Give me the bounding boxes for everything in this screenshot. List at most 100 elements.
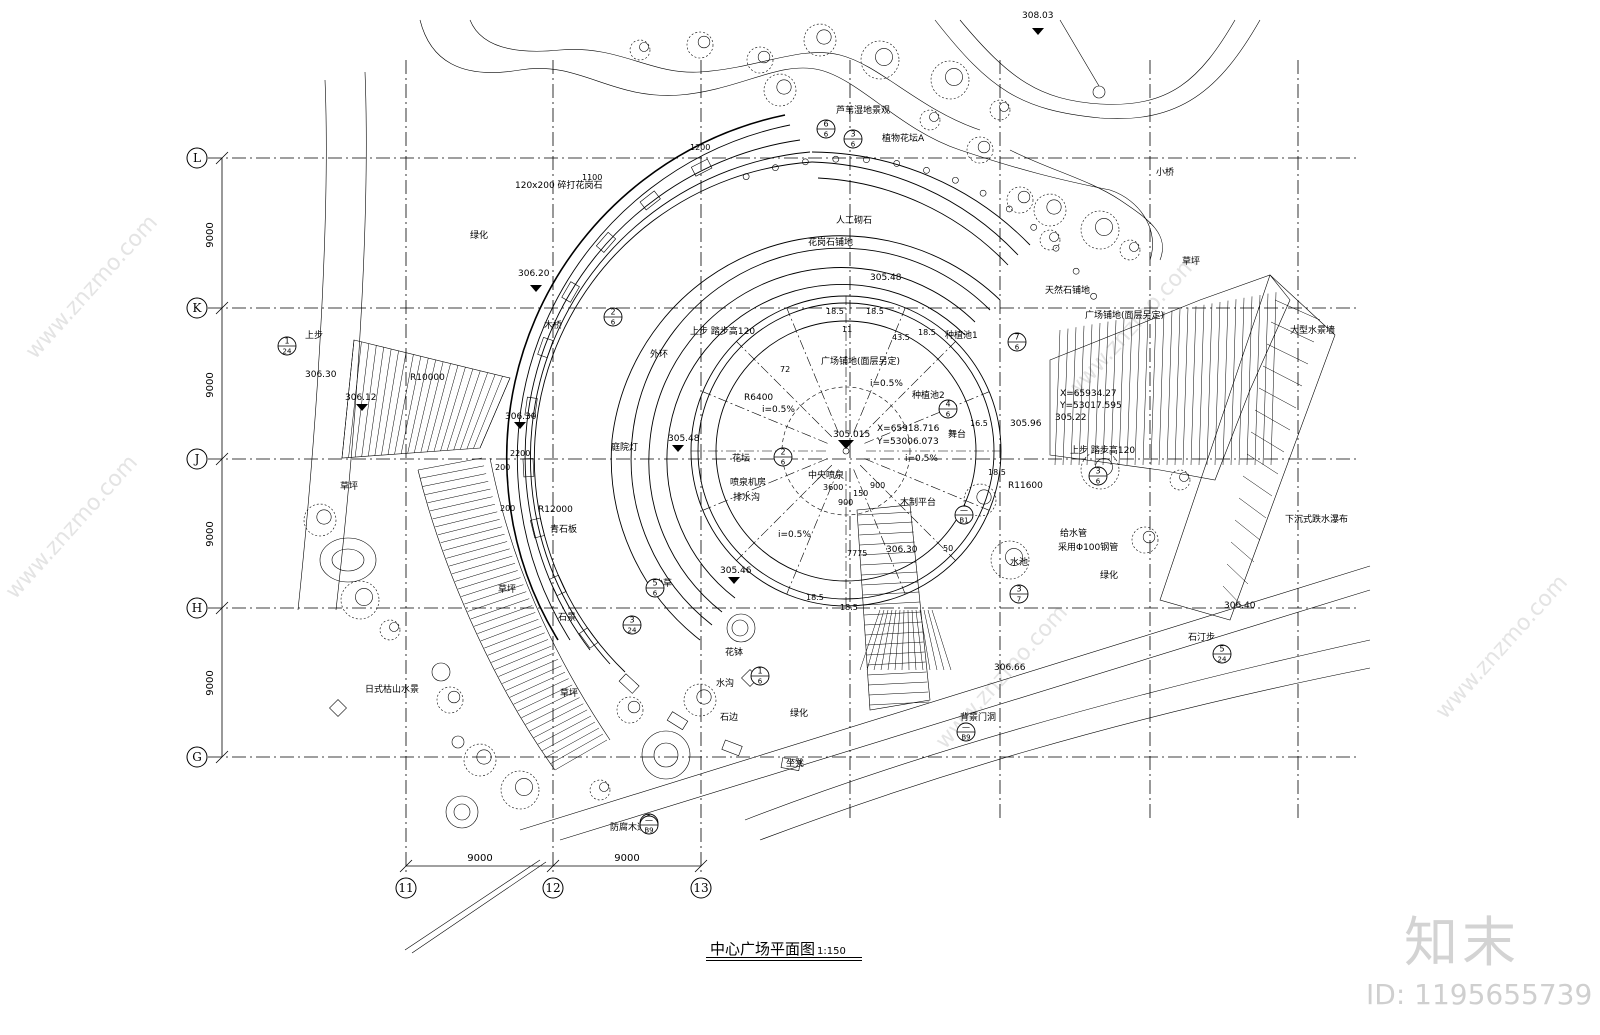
detail-ref-bottom: 24: [628, 627, 637, 635]
detail-ref-bubble: 76: [1007, 333, 1027, 352]
bollard: [979, 189, 987, 197]
detail-ref-bottom: B9: [644, 827, 653, 835]
axis-bubbles: L K J H G 11 12 13: [186, 147, 712, 899]
stone-block: [690, 158, 713, 177]
label-artificial-stone: 人工砌石: [836, 215, 872, 226]
label-greening-1: 绿化: [470, 229, 488, 241]
label-flower-bowl: 花钵: [725, 646, 743, 658]
shrub: [746, 46, 774, 74]
watermark-layer: www.znzmo.com www.znzmo.com www.znzmo.co…: [1, 210, 1573, 754]
label-stone-edge: 石边: [720, 712, 738, 723]
elev-305-48-b: 305.48: [870, 273, 902, 283]
shrub: [303, 503, 337, 537]
detail-ref-bubble: 524: [1212, 645, 1232, 664]
radius-10000: R10000: [410, 373, 445, 383]
label-lawn-2: 草坪: [1182, 255, 1200, 267]
stone-block: [522, 458, 535, 478]
shrub: [500, 770, 540, 810]
shrub: [1006, 186, 1034, 214]
label-wood-bridge: 木桥: [544, 319, 562, 331]
shrub-core: [875, 48, 893, 66]
elev-306-20: 306.20: [518, 269, 550, 279]
coord-center-y: Y=53006.073: [876, 437, 939, 447]
detail-ref-bottom: 6: [851, 141, 856, 149]
svg-text:G: G: [192, 750, 202, 764]
shrub-core: [1142, 530, 1156, 544]
svg-text:12: 12: [545, 881, 560, 895]
label-ditch: 水沟: [716, 677, 734, 689]
label-natural-stone: 天然石铺地: [1045, 284, 1090, 296]
label-sunken-waterfall: 下沉式跌水瀑布: [1285, 513, 1348, 525]
detail-ref-top: 5: [652, 579, 657, 588]
detail-ref-top: —: [645, 816, 653, 825]
bollard: [923, 167, 930, 174]
shrub: [1169, 469, 1191, 491]
dim-left-3: 9000: [205, 521, 216, 546]
detail-ref-top: 5: [1219, 645, 1224, 654]
stone-block: [537, 336, 554, 358]
dim-11: 11: [842, 325, 852, 334]
detail-ref-bottom: B1: [959, 517, 968, 525]
label-greening-3: 绿化: [790, 707, 808, 719]
central-plaza: [505, 114, 1097, 772]
shrub: [989, 99, 1011, 121]
detail-ref-bottom: 6: [1015, 344, 1020, 352]
west-boundary: [297, 71, 367, 611]
radial-line: [853, 469, 906, 595]
detail-ref-bubble: 36: [843, 130, 863, 149]
radial-line: [859, 464, 956, 561]
shrub: [1080, 210, 1120, 250]
shrub-core: [697, 35, 711, 49]
shrub: [1033, 193, 1067, 227]
shrub: [340, 580, 380, 620]
shrub: [629, 39, 651, 61]
detail-ref-bubble: 36: [1088, 467, 1108, 486]
dim-43-5: 43.5: [892, 333, 910, 342]
bollard: [1090, 292, 1097, 300]
drawing-scale: 1:150: [817, 946, 846, 957]
dim-18-5-d: 18.5: [988, 468, 1006, 477]
svg-text:K: K: [193, 301, 203, 315]
watermark-site-5: www.znzmo.com: [1431, 570, 1573, 724]
svg-text:J: J: [193, 452, 200, 466]
detail-ref-top: 1: [757, 667, 762, 676]
shrub: [1080, 450, 1120, 490]
detail-ref-top: 2: [610, 308, 615, 317]
detail-ref-bubble: 324: [622, 616, 642, 635]
shrub: [683, 683, 717, 717]
label-rock-garden: 石景: [558, 612, 576, 623]
shrub: [463, 743, 497, 777]
dim-bottom-1: 9000: [467, 853, 492, 864]
shrub-core: [476, 749, 492, 765]
detail-ref-bottom: B9: [961, 734, 970, 742]
watermark-site-3: www.znzmo.com: [1, 450, 143, 604]
stone-block: [595, 231, 617, 253]
lake-edge: [419, 19, 1261, 261]
shrub-core: [355, 588, 373, 606]
dim-left-2: 9000: [205, 372, 216, 397]
slope-4: i=0.5%: [778, 530, 811, 540]
detail-ref-bottom: 6: [653, 590, 658, 598]
shrub-core: [1129, 242, 1139, 252]
svg-text:H: H: [192, 601, 202, 615]
label-planter-1: 种植池1: [945, 329, 978, 341]
dim-150: 150: [853, 489, 868, 498]
bollard: [1052, 244, 1060, 252]
label-small-bridge: 小桥: [1156, 166, 1174, 178]
axis-bubble-K: K: [186, 297, 208, 319]
detail-ref-bottom: 6: [1096, 478, 1101, 486]
shrub-core: [1046, 199, 1062, 215]
stone-block: [578, 627, 599, 649]
detail-ref-bubble: —B1: [954, 506, 974, 525]
label-bg-gate: 背景门洞: [960, 711, 996, 723]
axis-bubble-H: H: [186, 597, 208, 619]
shrub-core: [316, 509, 332, 525]
axis-bubble-13: 13: [690, 877, 712, 899]
detail-ref-bubble: 66: [816, 120, 836, 139]
dim-left-1: 9000: [205, 222, 216, 247]
detail-ref-bubble: 26: [603, 308, 623, 327]
radial-line: [864, 458, 990, 511]
dim-18-5-c: 18.5: [918, 328, 936, 337]
stone-block: [618, 673, 640, 694]
bollard: [802, 158, 809, 166]
